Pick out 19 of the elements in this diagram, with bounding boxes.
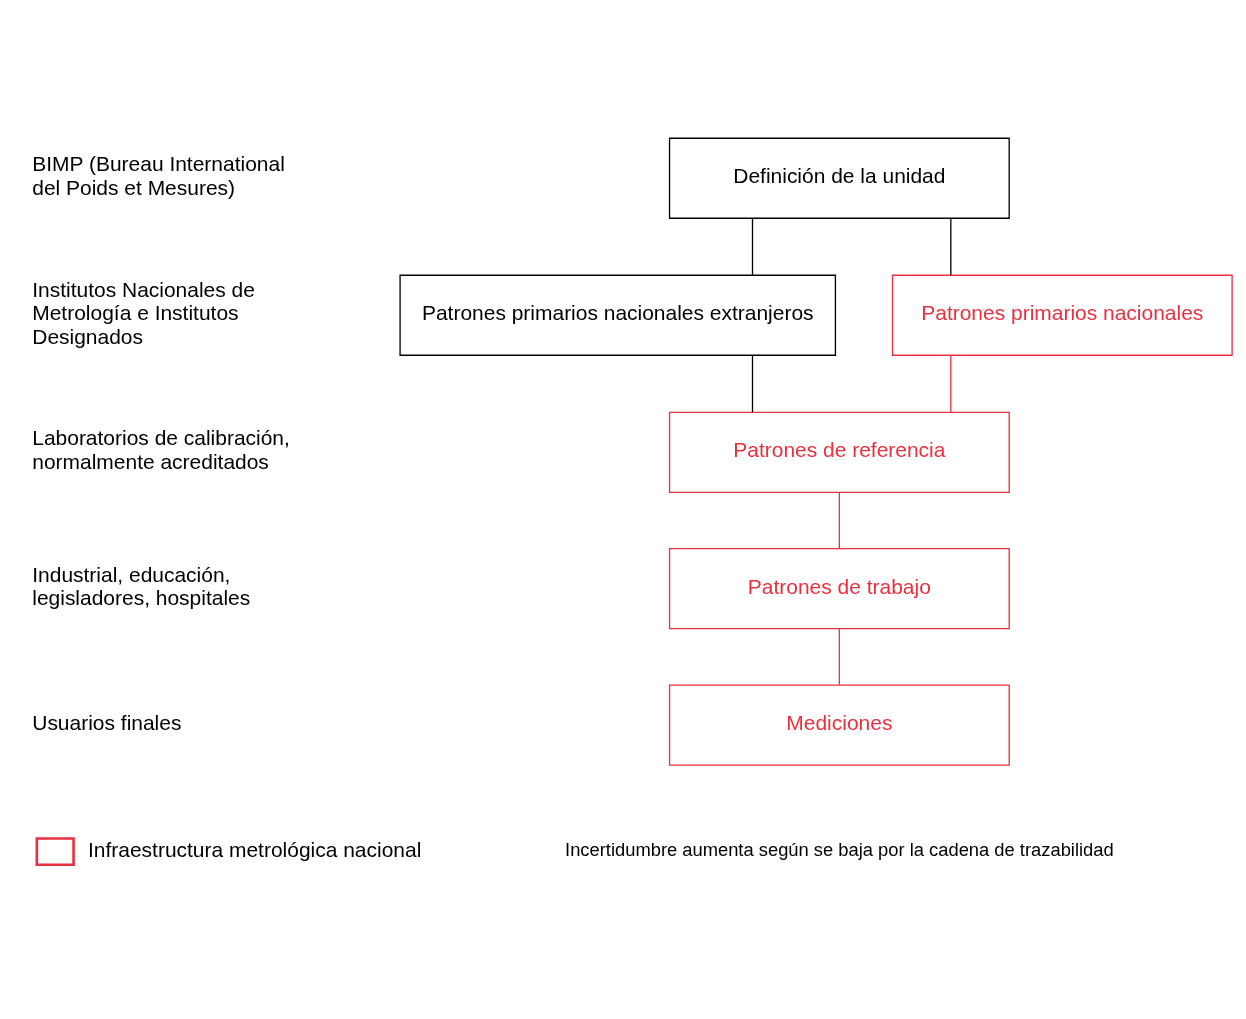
node-box: Patrones primarios nacionales bbox=[891, 274, 1233, 356]
node-box: Patrones de referencia bbox=[668, 411, 1010, 493]
legend-label: Infraestructura metrológica nacional bbox=[87, 837, 422, 861]
label: Institutos Nacionales de Metrología e Institutos Designados bbox=[32, 277, 255, 348]
connector bbox=[950, 354, 952, 413]
node-box: Patrones de trabajo bbox=[668, 547, 1010, 629]
connector bbox=[751, 217, 754, 276]
node-box: Mediciones bbox=[668, 683, 1010, 766]
connector bbox=[838, 627, 841, 685]
label: Industrial, educación, legisladores, hospitales bbox=[32, 562, 251, 609]
label: Laboratorios de calibración, normalmente acreditados bbox=[32, 425, 290, 473]
node-box: Patrones primarios nacionales extranjeros bbox=[399, 274, 837, 356]
label: Usuarios finales bbox=[32, 710, 182, 734]
connector bbox=[950, 217, 952, 276]
label: BIMP (Bureau International del Poids et Mesures) bbox=[32, 151, 285, 199]
label: Incertidumbre aumenta según se baja por la cadena de trazabilidad bbox=[565, 838, 1114, 860]
connector bbox=[751, 354, 754, 413]
connector bbox=[838, 491, 841, 549]
node-box: Definición de la unidad bbox=[668, 137, 1010, 219]
